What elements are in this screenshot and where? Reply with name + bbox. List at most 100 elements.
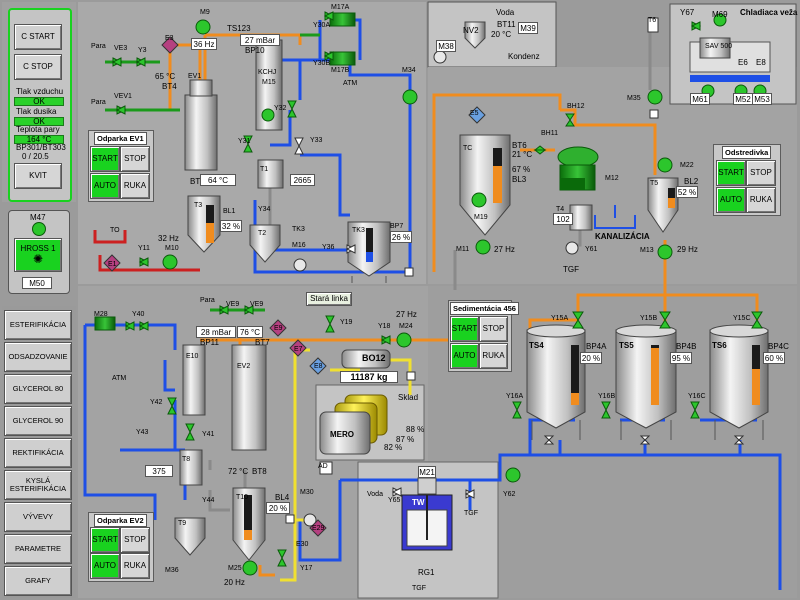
chladiaca-m52: M52 <box>733 93 753 105</box>
vessel-tc <box>459 134 511 236</box>
ts4-pct: 20 % <box>580 352 602 364</box>
m21-label: M21 <box>418 466 436 478</box>
vessel-mero <box>319 394 388 455</box>
bt7-label: BT7 <box>255 338 270 347</box>
tlak-dusika-label: Tlak dusika <box>16 107 57 116</box>
bp4a-label: BP4A <box>586 342 607 351</box>
vessel-t3 <box>187 195 221 253</box>
vessel-ev1 <box>184 79 218 171</box>
sed-ruka-button[interactable]: RUKA <box>479 343 508 369</box>
vessel-t2 <box>249 224 281 263</box>
vessel-t10 <box>232 487 266 561</box>
bl4-label: BL4 <box>275 493 290 502</box>
temp-21: 21 °C <box>512 150 533 159</box>
bt3-label: BT3 <box>190 177 205 186</box>
bo12-label: BO12 <box>362 353 386 363</box>
tw-label: TW <box>412 498 425 507</box>
cooling-tower <box>689 37 771 82</box>
nav-parametre[interactable]: PARAMETRE <box>4 534 72 564</box>
bp4c-label: BP4C <box>768 342 789 351</box>
kondenz-m39: M39 <box>518 22 538 34</box>
vessel-bo12 <box>341 349 391 369</box>
ev2-start-button[interactable]: START <box>90 527 120 553</box>
ev1-auto-button[interactable]: AUTO <box>90 173 120 199</box>
sed-stop-button[interactable]: STOP <box>479 316 508 342</box>
mero-2: 87 % <box>396 435 415 444</box>
kvit-button[interactable]: KVIT <box>14 163 62 189</box>
odstredivka-stop-button[interactable]: STOP <box>746 160 776 186</box>
kanalizacia-label: KANALIZÁCIA <box>595 232 650 241</box>
teplota-pary-value: 164 °C <box>14 135 64 144</box>
odstredivka-ruka-button[interactable]: RUKA <box>746 187 776 213</box>
red-piping <box>93 230 200 272</box>
kondenz-nv2: NV2 <box>463 26 479 35</box>
vessel-t9 <box>174 517 206 556</box>
nav-glycerol-80[interactable]: GLYCEROL 80 <box>4 374 72 404</box>
hross-id: M47 <box>30 213 46 222</box>
heat-exchangers <box>103 36 486 537</box>
tlak-dusika-status: OK <box>14 117 64 126</box>
odstredivka-title: Odstredivka <box>722 146 772 159</box>
bp10-label: BP10 <box>245 46 265 55</box>
separator-m12 <box>557 146 599 191</box>
valves <box>111 11 763 567</box>
nav-grafy[interactable]: GRAFY <box>4 566 72 596</box>
sed-start-button[interactable]: START <box>450 316 479 342</box>
ev1-stop-button[interactable]: STOP <box>120 146 150 172</box>
hross-button[interactable]: HROSS 1 ✺ <box>14 238 62 272</box>
bt4-label: BT4 <box>162 82 177 91</box>
hross-motor: M50 <box>22 277 52 289</box>
ev1-start-button[interactable]: START <box>90 146 120 172</box>
ev2-auto-button[interactable]: AUTO <box>90 553 120 579</box>
temp-76: 76 °C <box>237 326 263 338</box>
c-start-button[interactable]: C START <box>14 24 62 50</box>
c-stop-button[interactable]: C STOP <box>14 54 62 80</box>
m10-hz: 32 Hz <box>158 234 179 243</box>
bl3-label: BL3 <box>512 175 527 184</box>
nav-vyvevy[interactable]: VÝVEVY <box>4 502 72 532</box>
odstredivka-start-button[interactable]: START <box>716 160 746 186</box>
odstredivka-auto-button[interactable]: AUTO <box>716 187 746 213</box>
section-kondenz <box>427 1 557 68</box>
ev2-ruka-button[interactable]: RUKA <box>120 553 150 579</box>
mero-3: 82 % <box>384 443 403 452</box>
vessel-t5 <box>647 177 679 233</box>
tlak-vzduchu-status: OK <box>14 97 64 106</box>
vessel-t1 <box>257 159 284 189</box>
manual-valves <box>294 137 745 499</box>
hross-motor-icon[interactable] <box>32 222 46 236</box>
vessel-ts4 <box>526 324 586 440</box>
nav-kysla-esterifikacia[interactable]: KYSLÁ ESTERIFIKÁCIA <box>4 470 72 500</box>
hross-label: HROSS 1 <box>20 243 56 253</box>
ev1-ruka-button[interactable]: RUKA <box>120 173 150 199</box>
temp-64: 64 °C <box>200 174 236 186</box>
nav-glycerol-90[interactable]: GLYCEROL 90 <box>4 406 72 436</box>
m9-hz: 36 Hz <box>191 38 217 50</box>
ts5-pct: 95 % <box>670 352 692 364</box>
chladiaca-y67: Y67 <box>680 8 695 17</box>
mero-1: 88 % <box>406 425 425 434</box>
temp-65: 65 °C <box>155 72 176 81</box>
vessel-nv2 <box>464 21 486 49</box>
bt6-label: BT6 <box>512 141 527 150</box>
sed-auto-button[interactable]: AUTO <box>450 343 479 369</box>
teplota-pary-label: Teplota pary <box>16 125 60 134</box>
t5-pct: 52 % <box>676 186 698 198</box>
bt8-label: BT8 <box>252 467 267 476</box>
rg1-label: RG1 <box>418 568 435 577</box>
bp-value: 0 / 20.5 <box>22 152 49 161</box>
nav-rektifikacia[interactable]: REKTIFIKÁCIA <box>4 438 72 468</box>
nav-odsadzovanie[interactable]: ODSADZOVANIE <box>4 342 72 372</box>
stara-linka-button[interactable]: Stará linka <box>306 292 352 306</box>
chladiaca-m61: M61 <box>690 93 710 105</box>
tlak-vzduchu-label: Tlak vzduchu <box>16 87 64 96</box>
m27-hz: 27 Hz <box>494 245 515 254</box>
m25-hz: 20 Hz <box>224 578 245 587</box>
tgf-label: TGF <box>563 265 579 274</box>
ev2-stop-button[interactable]: STOP <box>120 527 150 553</box>
nav-esterifikacia[interactable]: ESTERIFIKÁCIA <box>4 310 72 340</box>
grey-pumps <box>293 50 579 527</box>
temp-72: 72 °C <box>228 467 249 476</box>
vessel-kchj <box>255 39 283 131</box>
